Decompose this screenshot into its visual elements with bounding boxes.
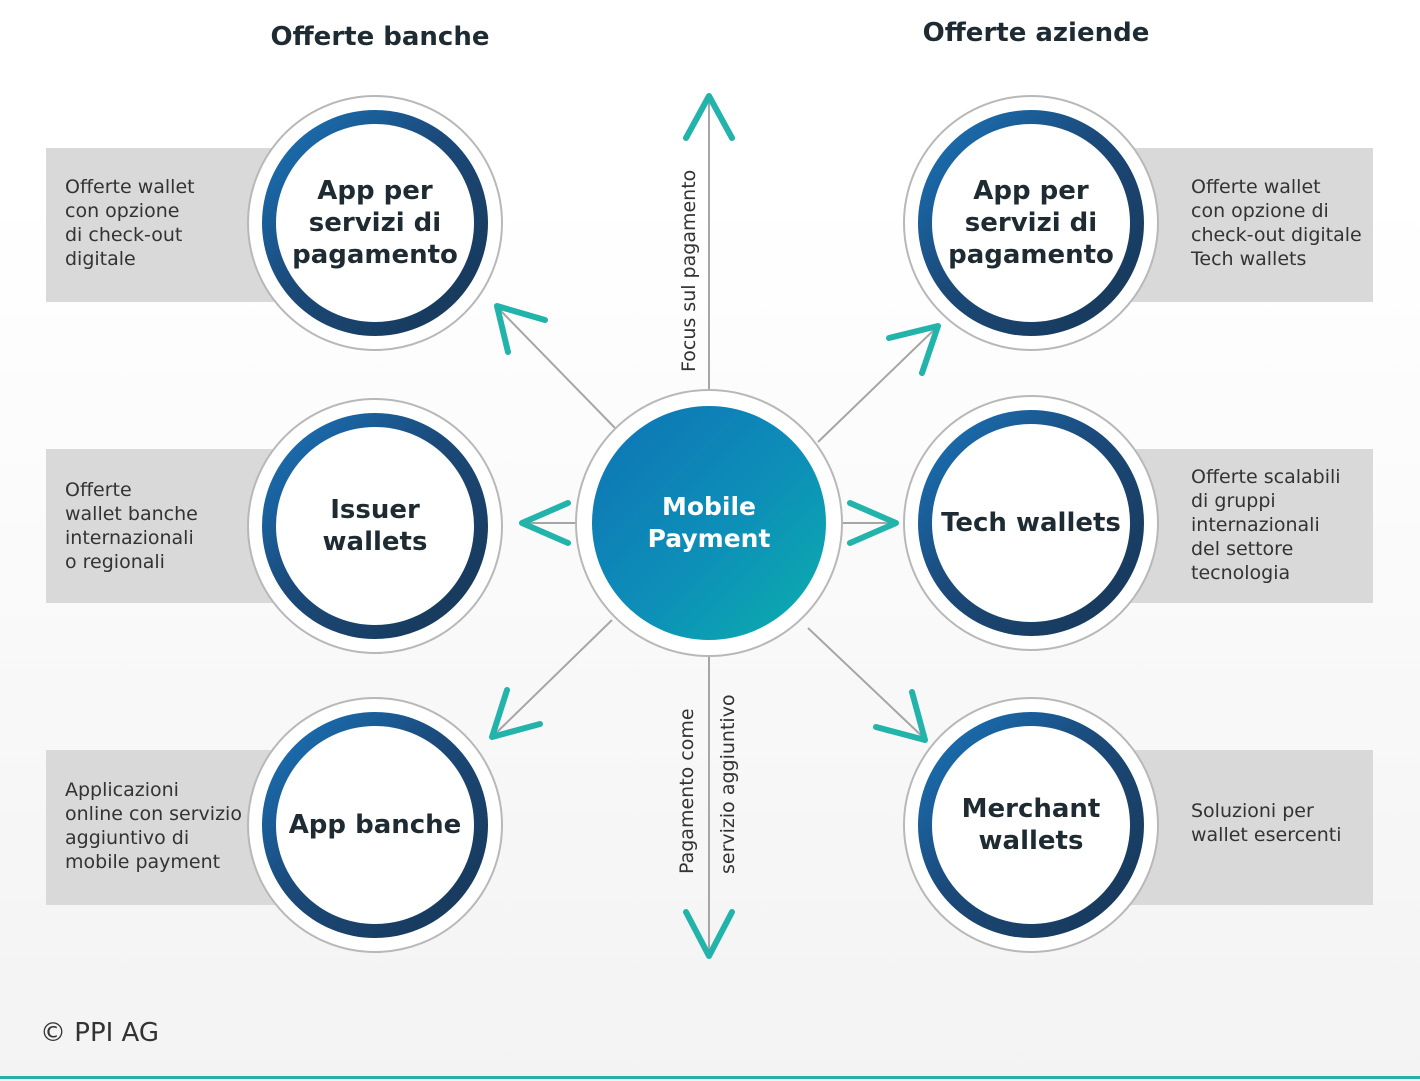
bottom-divider (0, 1076, 1420, 1079)
heading-offerte-aziende: Offerte aziende (922, 18, 1150, 48)
axis-label-up: Focus sul pagamento (678, 169, 700, 372)
axis-label-down-line1: Pagamento come (676, 708, 698, 874)
connector-down-left (491, 619, 613, 738)
center-label: Mobile Payment (592, 406, 826, 640)
node-label: Issuer wallets (276, 427, 474, 625)
node-issuer-wallets: Issuer wallets (247, 398, 503, 654)
node-ring: App per servizi di pagamento (262, 110, 488, 336)
node-label: App per servizi di pagamento (276, 124, 474, 322)
node-merchant-wallets: Merchant wallets (903, 697, 1159, 953)
arrowhead-down-right (873, 689, 928, 743)
node-ring: App per servizi di pagamento (918, 110, 1144, 336)
node-tech-wallets: Tech wallets (903, 395, 1159, 651)
arrowhead-up-left (494, 303, 548, 355)
node-label: Merchant wallets (932, 726, 1130, 924)
node-ring: Tech wallets (918, 410, 1144, 636)
arrowhead-down-left (489, 687, 543, 740)
node-app-servizi-pagamento-banche: App per servizi di pagamento (247, 95, 503, 351)
arrowhead-right (847, 500, 899, 546)
node-ring: Merchant wallets (918, 712, 1144, 938)
node-mobile-payment: Mobile Payment (575, 389, 843, 657)
node-app-banche: App banche (247, 697, 503, 953)
connector-up-left (499, 309, 616, 429)
arrowhead-up (683, 93, 735, 141)
node-ring: Issuer wallets (262, 413, 488, 639)
connector-down-right (807, 627, 926, 740)
node-label: App per servizi di pagamento (932, 124, 1130, 322)
node-label: App banche (276, 726, 474, 924)
arrowhead-down (683, 909, 735, 959)
node-ring: App banche (262, 712, 488, 938)
axis-label-down-line2: servizio aggiuntivo (717, 694, 739, 874)
arrowhead-left (519, 500, 571, 546)
connector-up-right (817, 325, 939, 443)
node-label: Tech wallets (932, 424, 1130, 622)
copyright-text: © PPI AG (40, 1018, 160, 1048)
arrowhead-up-right (886, 323, 941, 376)
node-app-servizi-pagamento-aziende: App per servizi di pagamento (903, 95, 1159, 351)
heading-offerte-banche: Offerte banche (270, 22, 490, 52)
